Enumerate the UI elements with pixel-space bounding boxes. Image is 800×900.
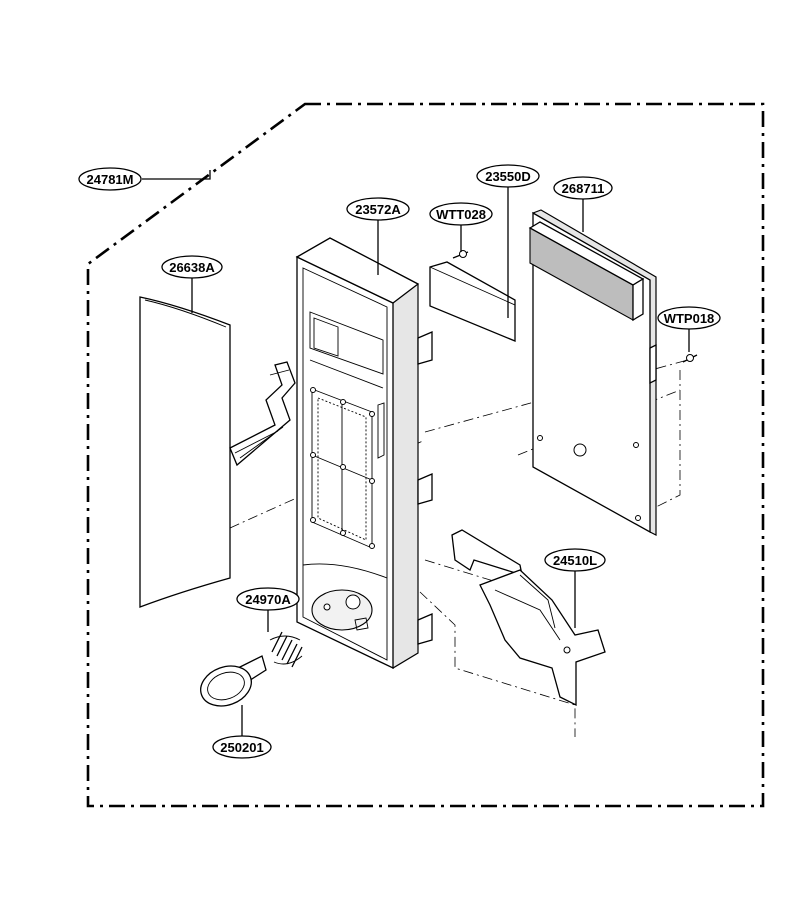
callout-label-268711: 268711 — [562, 181, 605, 196]
callout-label-24970A: 24970A — [245, 592, 291, 607]
callout-label-WTT028: WTT028 — [436, 207, 486, 222]
part-26638A-door-film — [139, 296, 231, 608]
callout-WTP018: WTP018 — [657, 306, 721, 330]
callout-label-250201: 250201 — [220, 740, 263, 755]
part-24970A-spring — [269, 631, 303, 668]
callout-label-26638A: 26638A — [169, 260, 215, 275]
callout-250201: 250201 — [212, 735, 272, 759]
callout-23550D: 23550D — [476, 164, 540, 188]
part-23550D-window-cover — [429, 261, 516, 342]
ribbon-cable — [229, 361, 296, 467]
part-WTT028-screw — [452, 250, 469, 259]
part-23572A-control-panel — [295, 237, 433, 670]
leader-lines — [142, 170, 690, 737]
callout-26638A: 26638A — [161, 255, 223, 279]
callout-label-24781M: 24781M — [87, 172, 134, 187]
callout-label-23572A: 23572A — [355, 202, 401, 217]
callout-24781M: 24781M — [78, 167, 142, 191]
callouts: 24781M 26638A 23572A WTT028 23550D 26871… — [78, 164, 721, 759]
callout-23572A: 23572A — [346, 197, 410, 221]
callout-label-23550D: 23550D — [485, 169, 531, 184]
callout-24970A: 24970A — [236, 587, 300, 611]
callout-label-24510L: 24510L — [553, 553, 597, 568]
callout-label-WTP018: WTP018 — [664, 311, 715, 326]
part-268711-circuit-board — [528, 209, 657, 536]
assembly-boundary — [86, 102, 765, 808]
part-24510L-lever-bracket — [451, 529, 606, 707]
callout-24510L: 24510L — [544, 548, 606, 572]
callout-268711: 268711 — [553, 176, 613, 200]
part-250201-push-button — [200, 655, 267, 707]
part-WTP018-screw — [682, 354, 698, 363]
callout-WTT028: WTT028 — [429, 202, 493, 226]
